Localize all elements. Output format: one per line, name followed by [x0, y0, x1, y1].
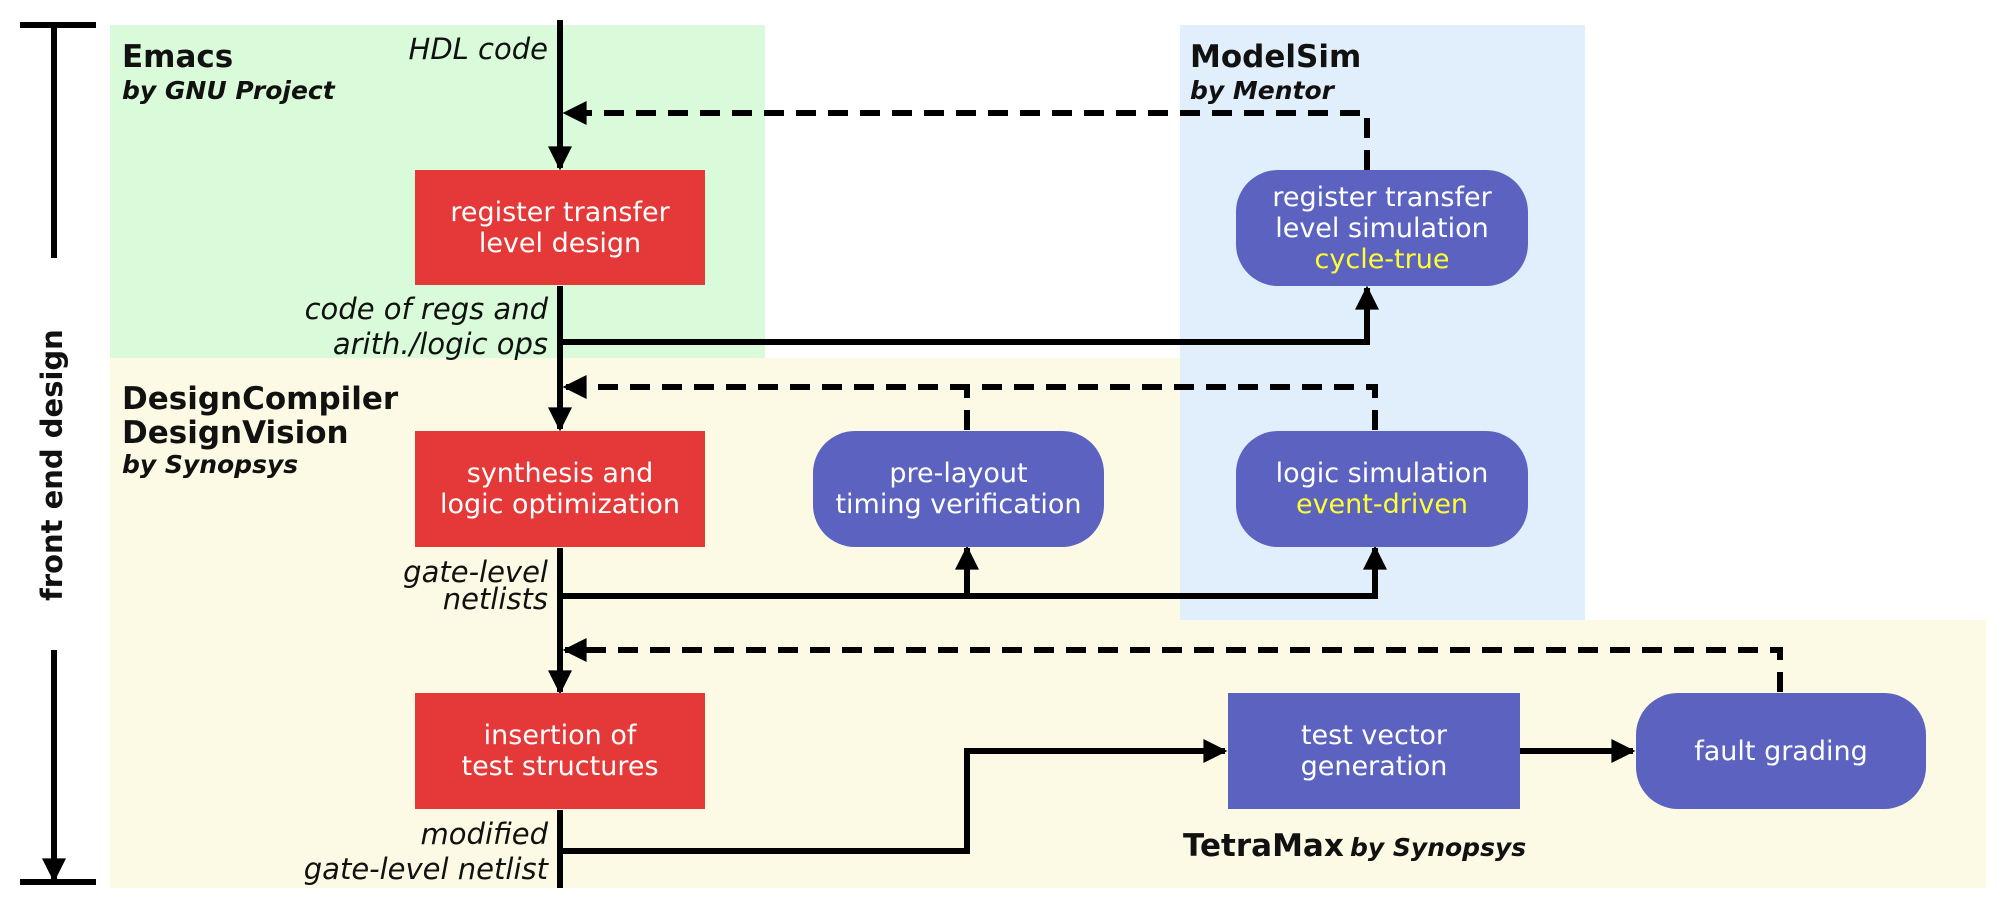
- synopsys-vendor: by Synopsys: [122, 450, 299, 479]
- feed-arrows: [560, 285, 1636, 854]
- logic-simulation-box: logic simulation event-driven: [1236, 431, 1528, 547]
- rtl-simulation-box: register transfer level simulation cycle…: [1236, 170, 1528, 286]
- tetramax-vendor: by Synopsys: [1350, 833, 1527, 862]
- prelayout-line1: pre-layout: [889, 458, 1028, 489]
- tetramax-title: TetraMax: [1183, 828, 1344, 864]
- gate-label-line2: netlists: [442, 582, 548, 616]
- rtl-sim-line1: register transfer: [1272, 181, 1492, 213]
- synthesis-line1: synthesis and: [466, 458, 654, 489]
- designvision-title: DesignVision: [122, 415, 349, 451]
- fault-grading-line1: fault grading: [1694, 735, 1868, 767]
- modelsim-title: ModelSim: [1190, 39, 1362, 75]
- test-vector-line2: generation: [1300, 751, 1448, 782]
- rtl-sim-line3: cycle-true: [1314, 243, 1450, 275]
- hdl-code-label: HDL code: [408, 32, 548, 66]
- test-vector-line1: test vector: [1300, 720, 1448, 751]
- axis-lines: [20, 22, 96, 885]
- logic-sim-line2: event-driven: [1295, 489, 1469, 520]
- insertion-box: insertion of test structures: [415, 693, 705, 809]
- rtl-design-line2: level design: [478, 227, 642, 259]
- modified-label-line1: modified: [420, 817, 548, 851]
- emacs-title: Emacs: [122, 39, 234, 75]
- emacs-vendor: by GNU Project: [122, 76, 335, 105]
- synthesis-line2: logic optimization: [439, 489, 681, 520]
- rtl-sim-line2: level simulation: [1275, 212, 1489, 244]
- fault-grading-box: fault grading: [1636, 693, 1926, 809]
- regs-label-line1: code of regs and: [304, 292, 548, 326]
- modified-label-line2: gate-level netlist: [303, 852, 548, 886]
- test-vector-box: test vector generation: [1228, 693, 1520, 809]
- gate-label-line1: gate-level: [403, 555, 548, 589]
- designcompiler-title: DesignCompiler: [122, 381, 399, 417]
- synthesis-box: synthesis and logic optimization: [415, 431, 705, 547]
- prelayout-timing-box: pre-layout timing verification: [813, 431, 1104, 547]
- modelsim-vendor: by Mentor: [1190, 76, 1334, 105]
- feedback-arrows: [562, 101, 1783, 692]
- insertion-line2: test structures: [461, 751, 659, 782]
- regs-label-line2: arith./logic ops: [332, 327, 548, 361]
- rtl-design-line1: register transfer: [450, 196, 670, 228]
- logic-sim-line1: logic simulation: [1275, 458, 1489, 489]
- insertion-line1: insertion of: [483, 720, 637, 751]
- rtl-design-box: register transfer level design: [415, 170, 705, 285]
- prelayout-line2: timing verification: [835, 489, 1082, 520]
